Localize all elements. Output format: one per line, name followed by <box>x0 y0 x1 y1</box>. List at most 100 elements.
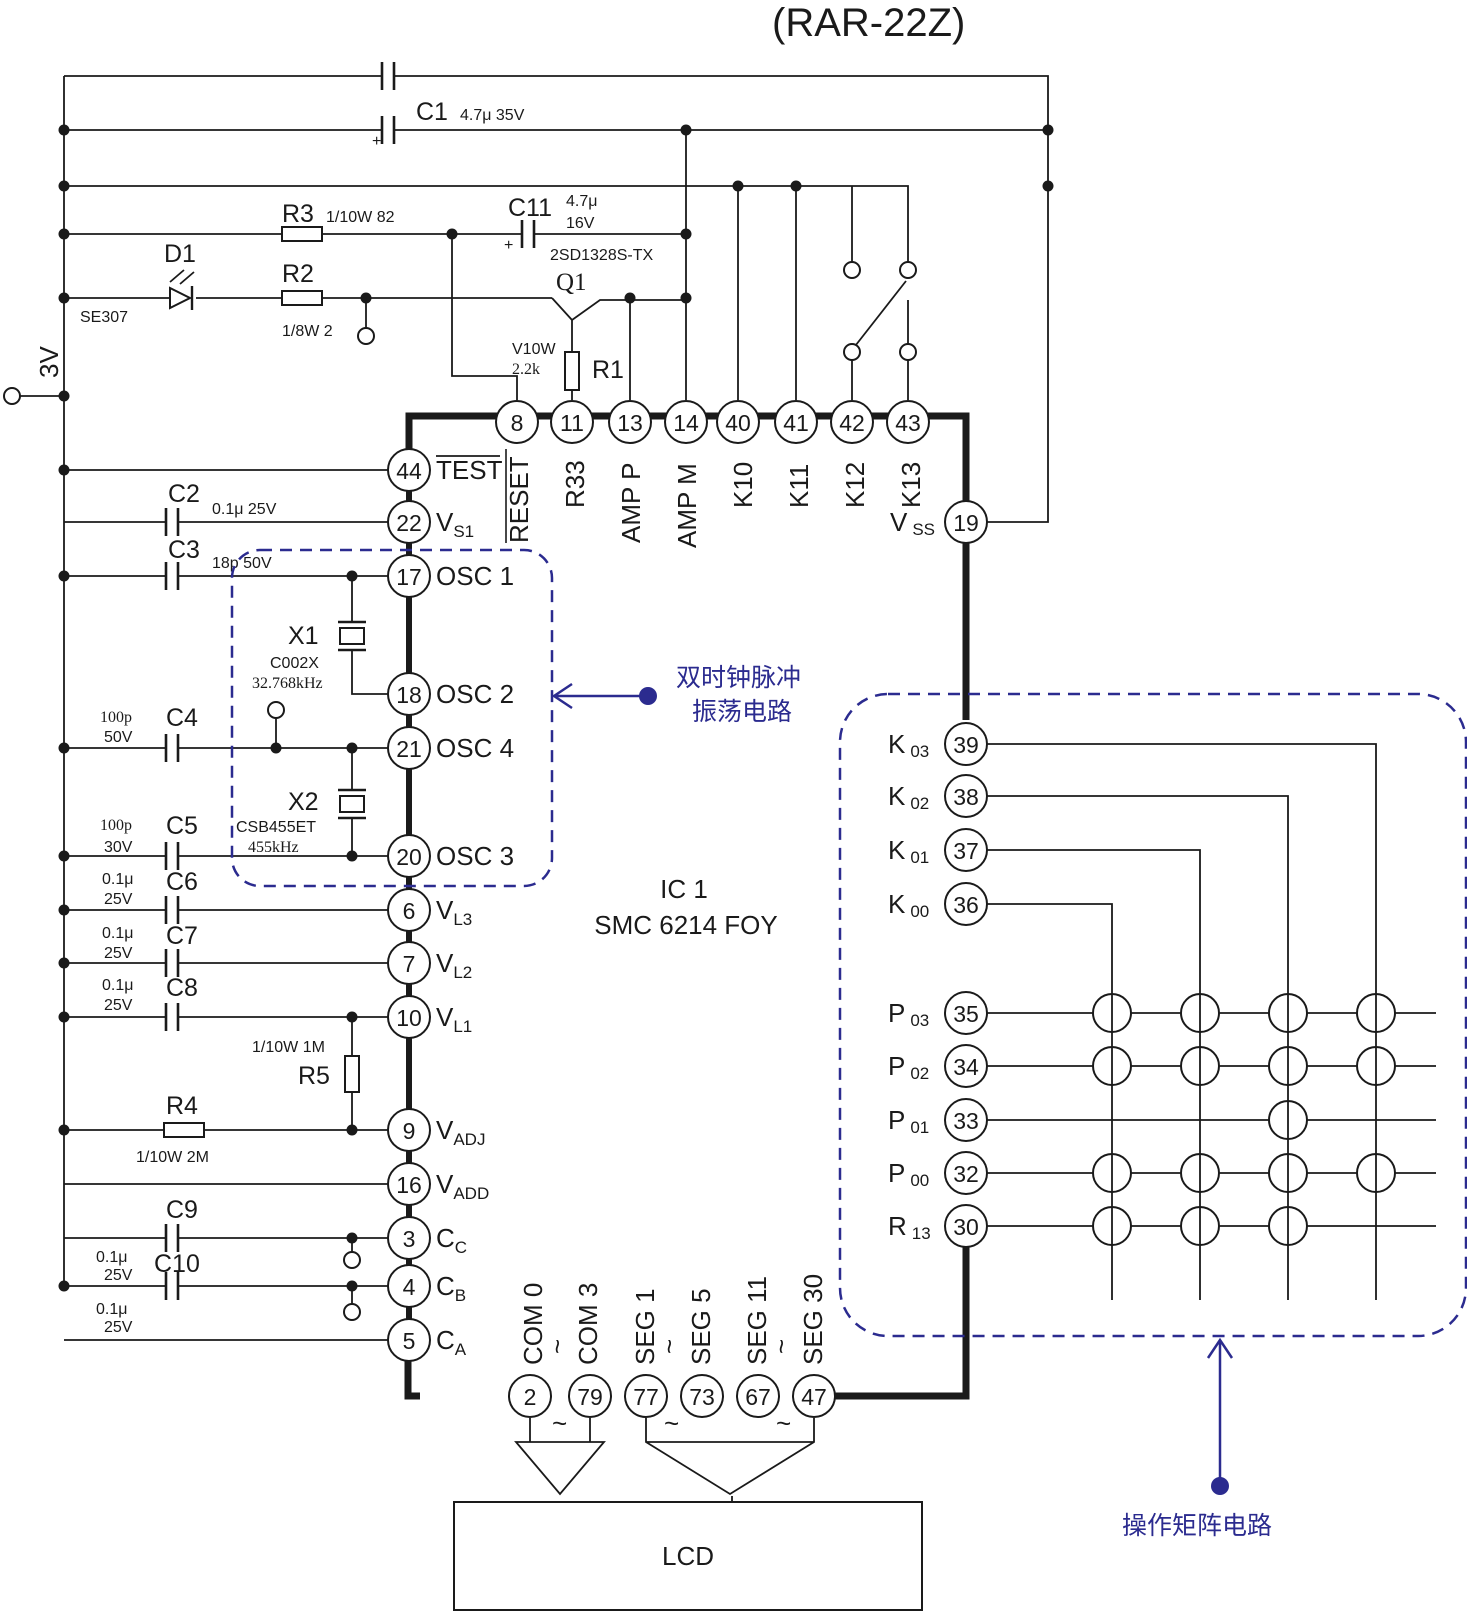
c1-value: 4.7μ 35V <box>460 107 525 124</box>
pin-right-39-number: 39 <box>953 732 979 758</box>
pin-top-42: 42 <box>830 400 874 444</box>
pin-left-7: 7 <box>387 941 431 985</box>
r5-name: R5 <box>298 1062 330 1090</box>
pin-right-34-number: 34 <box>953 1054 979 1080</box>
lcd-block <box>453 1501 923 1611</box>
bus-seg-a-tilde: ~ <box>654 1339 684 1354</box>
pin-left-16: 16 <box>387 1162 431 1206</box>
lcd-label: LCD <box>662 1541 714 1571</box>
c11-name: C11 <box>508 194 552 222</box>
pin-left-21-number: 21 <box>396 736 422 762</box>
pin-right-38-number: 38 <box>953 784 979 810</box>
pin-top-43: 43 <box>886 400 930 444</box>
pin-right-19: 19 <box>944 500 988 544</box>
ic-part: SMC 6214 FOY <box>594 910 778 940</box>
pin-left-4-number: 4 <box>403 1274 416 1300</box>
pin-right-39: 39 <box>944 722 988 766</box>
r3-name: R3 <box>282 200 314 228</box>
pin-right-38: 38 <box>944 774 988 818</box>
pin-left-21: 21 <box>387 726 431 770</box>
pin-top-11-number: 11 <box>560 410 584 436</box>
pin-top-13-number: 13 <box>617 410 643 436</box>
pin-left-16-label: VADD <box>436 1169 489 1203</box>
pin-right-33: 33 <box>944 1098 988 1142</box>
osc-region-box <box>230 548 554 888</box>
pin-top-8-number: 8 <box>511 410 524 436</box>
c3-value: 18p 50V <box>212 555 272 572</box>
pin-right-36-number: 36 <box>953 892 979 918</box>
c10-value1: 0.1μ <box>96 1301 127 1318</box>
c3-name: C3 <box>168 536 200 564</box>
c8-name: C8 <box>166 974 198 1002</box>
r4-value: 1/10W 2M <box>136 1149 209 1166</box>
c7-name: C7 <box>166 922 198 950</box>
pin-right-37: 37 <box>944 828 988 872</box>
pin-left-7-label: VL2 <box>436 948 472 982</box>
junction-dots <box>58 124 1054 1292</box>
pin-left-9-label: VADJ <box>436 1115 485 1149</box>
pin-right-30-number: 30 <box>953 1214 979 1240</box>
pin-left-6: 6 <box>387 888 431 932</box>
pin-left-17: 17 <box>387 554 431 598</box>
pin-right-36: 36 <box>944 882 988 926</box>
pin-right-35: 35 <box>944 991 988 1035</box>
pin-top-13: 13 <box>608 400 652 444</box>
pin-right-30: 30 <box>944 1204 988 1248</box>
d1-part: SE307 <box>80 309 128 326</box>
supply-label: 3V <box>34 346 64 378</box>
c6-name: C6 <box>166 868 198 896</box>
c5-value1: 100p <box>100 817 132 834</box>
pin-top-14-number: 14 <box>673 410 699 436</box>
pin-left-3: 3 <box>387 1216 431 1260</box>
key-matrix-crosshairs <box>1111 994 1377 1245</box>
diagram-title: (RAR-22Z) <box>772 1 965 45</box>
osc-annotation-line1: 双时钟脉冲 <box>676 663 801 692</box>
pin-bottom-47-number: 47 <box>801 1384 827 1410</box>
matrix-region-box <box>838 692 1467 1338</box>
pin-left-3-label: CC <box>436 1223 467 1257</box>
pin-bottom-73: 73 <box>680 1374 724 1418</box>
c11-value1: 4.7μ <box>566 193 597 210</box>
c10-name: C10 <box>154 1250 200 1278</box>
c5-value2: 30V <box>104 839 133 856</box>
pin-right-32: 32 <box>944 1151 988 1195</box>
osc-pointer-arrow <box>551 682 646 710</box>
bus-seg-b-from: SEG 11 <box>742 1276 772 1365</box>
q1-name: Q1 <box>556 269 587 296</box>
pin-top-14: 14 <box>664 400 708 444</box>
c7-value1: 0.1μ <box>102 925 133 942</box>
pin-left-4: 4 <box>387 1264 431 1308</box>
component-labels: C1 4.7μ 35V R3 1/10W 82 C11 4.7μ 16V 2SD… <box>80 98 653 1336</box>
matrix-annotation: 操作矩阵电路 <box>1122 1511 1272 1540</box>
c8-value1: 0.1μ <box>102 977 133 994</box>
pin-label-amp-m: AMP M <box>672 463 702 548</box>
pin-left-10: 10 <box>387 995 431 1039</box>
c4-name: C4 <box>166 704 198 732</box>
r2-value: 1/8W 2 <box>282 323 333 340</box>
c8-value2: 25V <box>104 997 133 1014</box>
c9-name: C9 <box>166 1196 198 1224</box>
r1-name: R1 <box>592 356 624 384</box>
r4-name: R4 <box>166 1092 198 1120</box>
c6-value1: 0.1μ <box>102 871 133 888</box>
pin-right-32-number: 32 <box>953 1161 979 1187</box>
pin-left-44-label: TEST <box>436 455 503 485</box>
c5-name: C5 <box>166 812 198 840</box>
pin-left-6-label: VL3 <box>436 895 472 929</box>
pin-top-43-number: 43 <box>895 410 921 436</box>
pin-bottom-77-number: 77 <box>633 1384 659 1410</box>
pin-left-22-number: 22 <box>396 510 422 536</box>
pin-left-17-label: OSC 1 <box>436 561 514 591</box>
pin-left-22: 22 <box>387 500 431 544</box>
pin-left-4-label: CB <box>436 1271 466 1305</box>
pin-left-20-number: 20 <box>396 844 422 870</box>
pin-label-reset: RESET <box>504 456 534 543</box>
pin-left-5-label: CA <box>436 1325 467 1359</box>
